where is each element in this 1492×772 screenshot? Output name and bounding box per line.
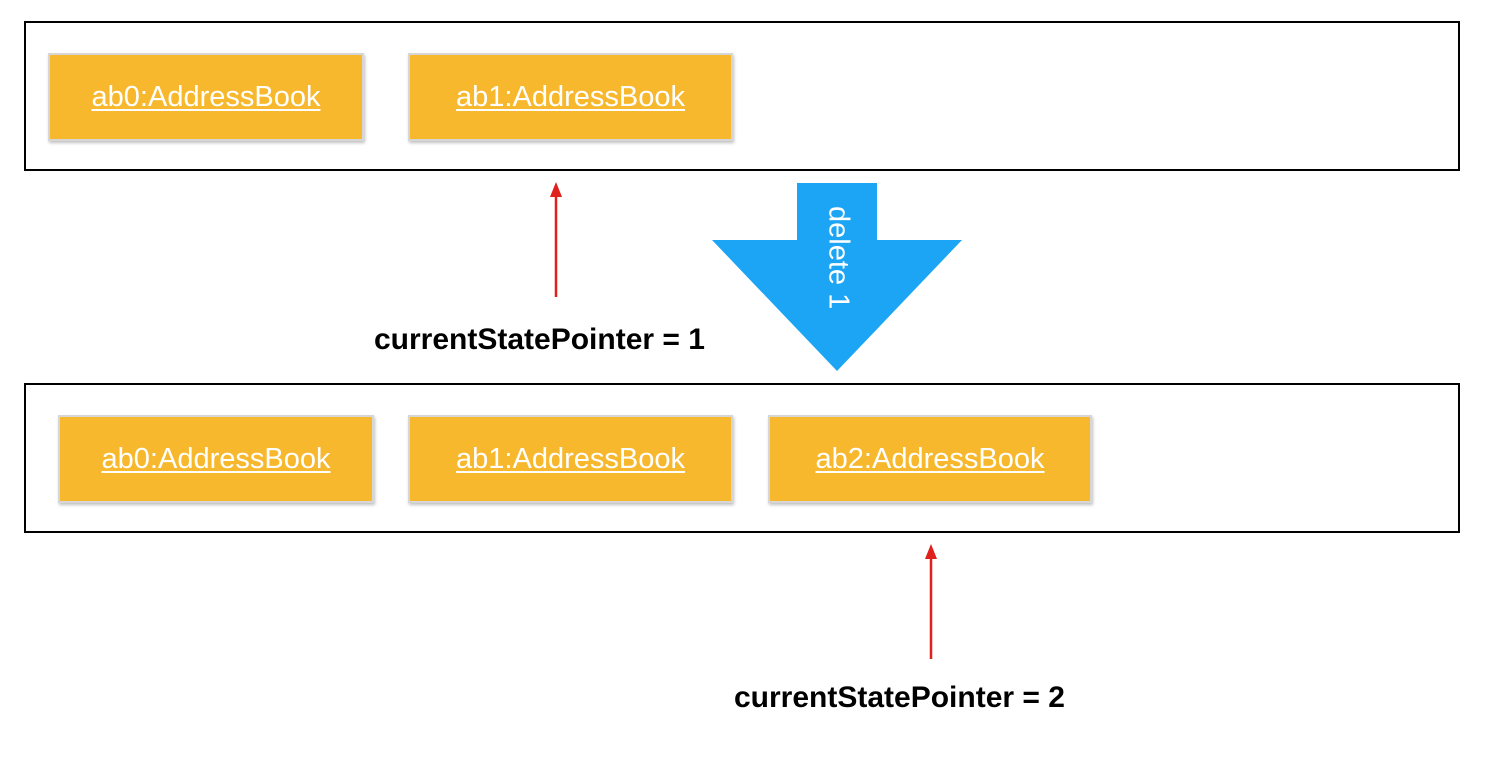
pointer-arrow-before <box>550 182 562 297</box>
state-box-label: ab0:AddressBook <box>91 80 321 113</box>
state-box-label: ab2:AddressBook <box>815 442 1045 475</box>
state-box-label: ab0:AddressBook <box>101 442 331 475</box>
command-label: delete 1 <box>822 206 854 309</box>
state-box-ab0-before: ab0:AddressBook <box>48 53 364 141</box>
state-box-ab1-after: ab1:AddressBook <box>408 415 733 503</box>
state-box-ab1-before: ab1:AddressBook <box>408 53 733 141</box>
pointer-label-after: currentStatePointer = 2 <box>734 681 1065 714</box>
state-box-ab2-after: ab2:AddressBook <box>768 415 1092 503</box>
state-box-label: ab1:AddressBook <box>456 80 685 113</box>
state-box-ab0-after: ab0:AddressBook <box>58 415 374 503</box>
pointer-label-before: currentStatePointer = 1 <box>374 323 705 356</box>
command-arrow: delete 1 <box>712 183 962 371</box>
pointer-arrow-after <box>925 544 937 659</box>
state-box-label: ab1:AddressBook <box>456 442 685 475</box>
